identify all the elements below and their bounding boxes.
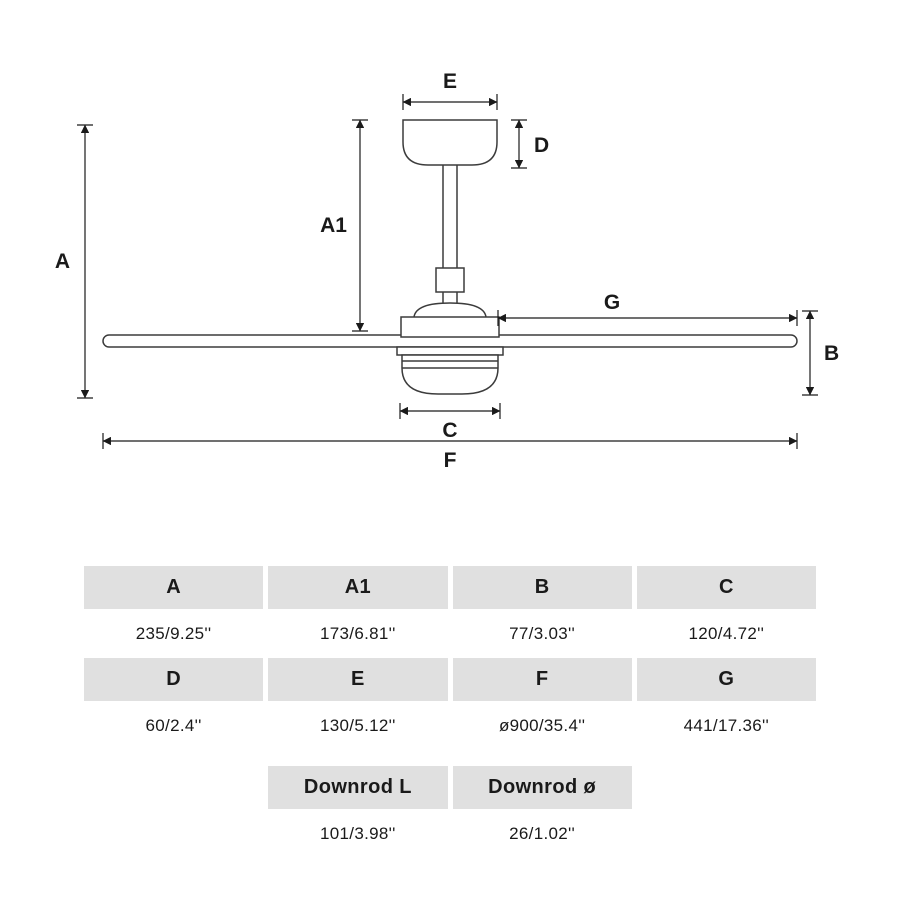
value-g: 441/17.36'' [636, 701, 816, 750]
value-a1: 173/6.81'' [268, 609, 448, 658]
downrod-coupler [435, 267, 465, 293]
dim-label-b: B [824, 342, 839, 365]
value-c: 120/4.72'' [636, 609, 816, 658]
table-value-row-downrod: 101/3.98'' 26/1.02'' [84, 809, 816, 858]
fan-outline [102, 119, 798, 395]
table-header-row-1: A A1 B C [84, 566, 816, 609]
light-bowl [401, 354, 499, 395]
motor-cap [413, 302, 487, 318]
fan-dimension-drawing: E D A1 A G B C F [55, 70, 839, 472]
value-downrod-l: 101/3.98'' [268, 809, 448, 858]
table-header-row-downrod: Downrod L Downrod ø [84, 766, 816, 809]
header-a1: A1 [268, 566, 448, 609]
dim-label-e: E [443, 70, 457, 93]
header-d: D [84, 658, 264, 701]
light-bowl-lines [402, 360, 498, 369]
table-value-row-1: 235/9.25'' 173/6.81'' 77/3.03'' 120/4.72… [84, 609, 816, 658]
dim-label-a: A [55, 250, 70, 273]
header-b: B [452, 566, 632, 609]
dimensions-table: A A1 B C 235/9.25'' 173/6.81'' 77/3.03''… [84, 566, 816, 858]
downrod [442, 165, 458, 268]
table-value-row-2: 60/2.4'' 130/5.12'' ø900/35.4'' 441/17.3… [84, 701, 816, 750]
value-d: 60/2.4'' [84, 701, 264, 750]
value-e: 130/5.12'' [268, 701, 448, 750]
dimension-lines [77, 94, 818, 449]
header-c: C [636, 566, 816, 609]
motor-housing [400, 316, 500, 338]
dim-label-d: D [534, 134, 549, 157]
value-b: 77/3.03'' [452, 609, 632, 658]
header-f: F [452, 658, 632, 701]
header-e: E [268, 658, 448, 701]
dim-label-g: G [604, 291, 620, 314]
light-kit-flange [396, 346, 504, 356]
value-f: ø900/35.4'' [452, 701, 632, 750]
header-a: A [84, 566, 264, 609]
downrod-stem [442, 292, 458, 303]
fan-diagram: E D A1 A G B C F [55, 70, 839, 472]
header-downrod-diameter: Downrod ø [452, 766, 632, 809]
ceiling-canopy [402, 119, 498, 166]
dim-label-f: F [444, 449, 457, 472]
dim-label-c: C [442, 419, 457, 442]
dim-label-a1: A1 [320, 214, 347, 237]
value-a: 235/9.25'' [84, 609, 264, 658]
header-g: G [636, 658, 816, 701]
value-downrod-diameter: 26/1.02'' [452, 809, 632, 858]
header-downrod-l: Downrod L [268, 766, 448, 809]
table-header-row-2: D E F G [84, 658, 816, 701]
